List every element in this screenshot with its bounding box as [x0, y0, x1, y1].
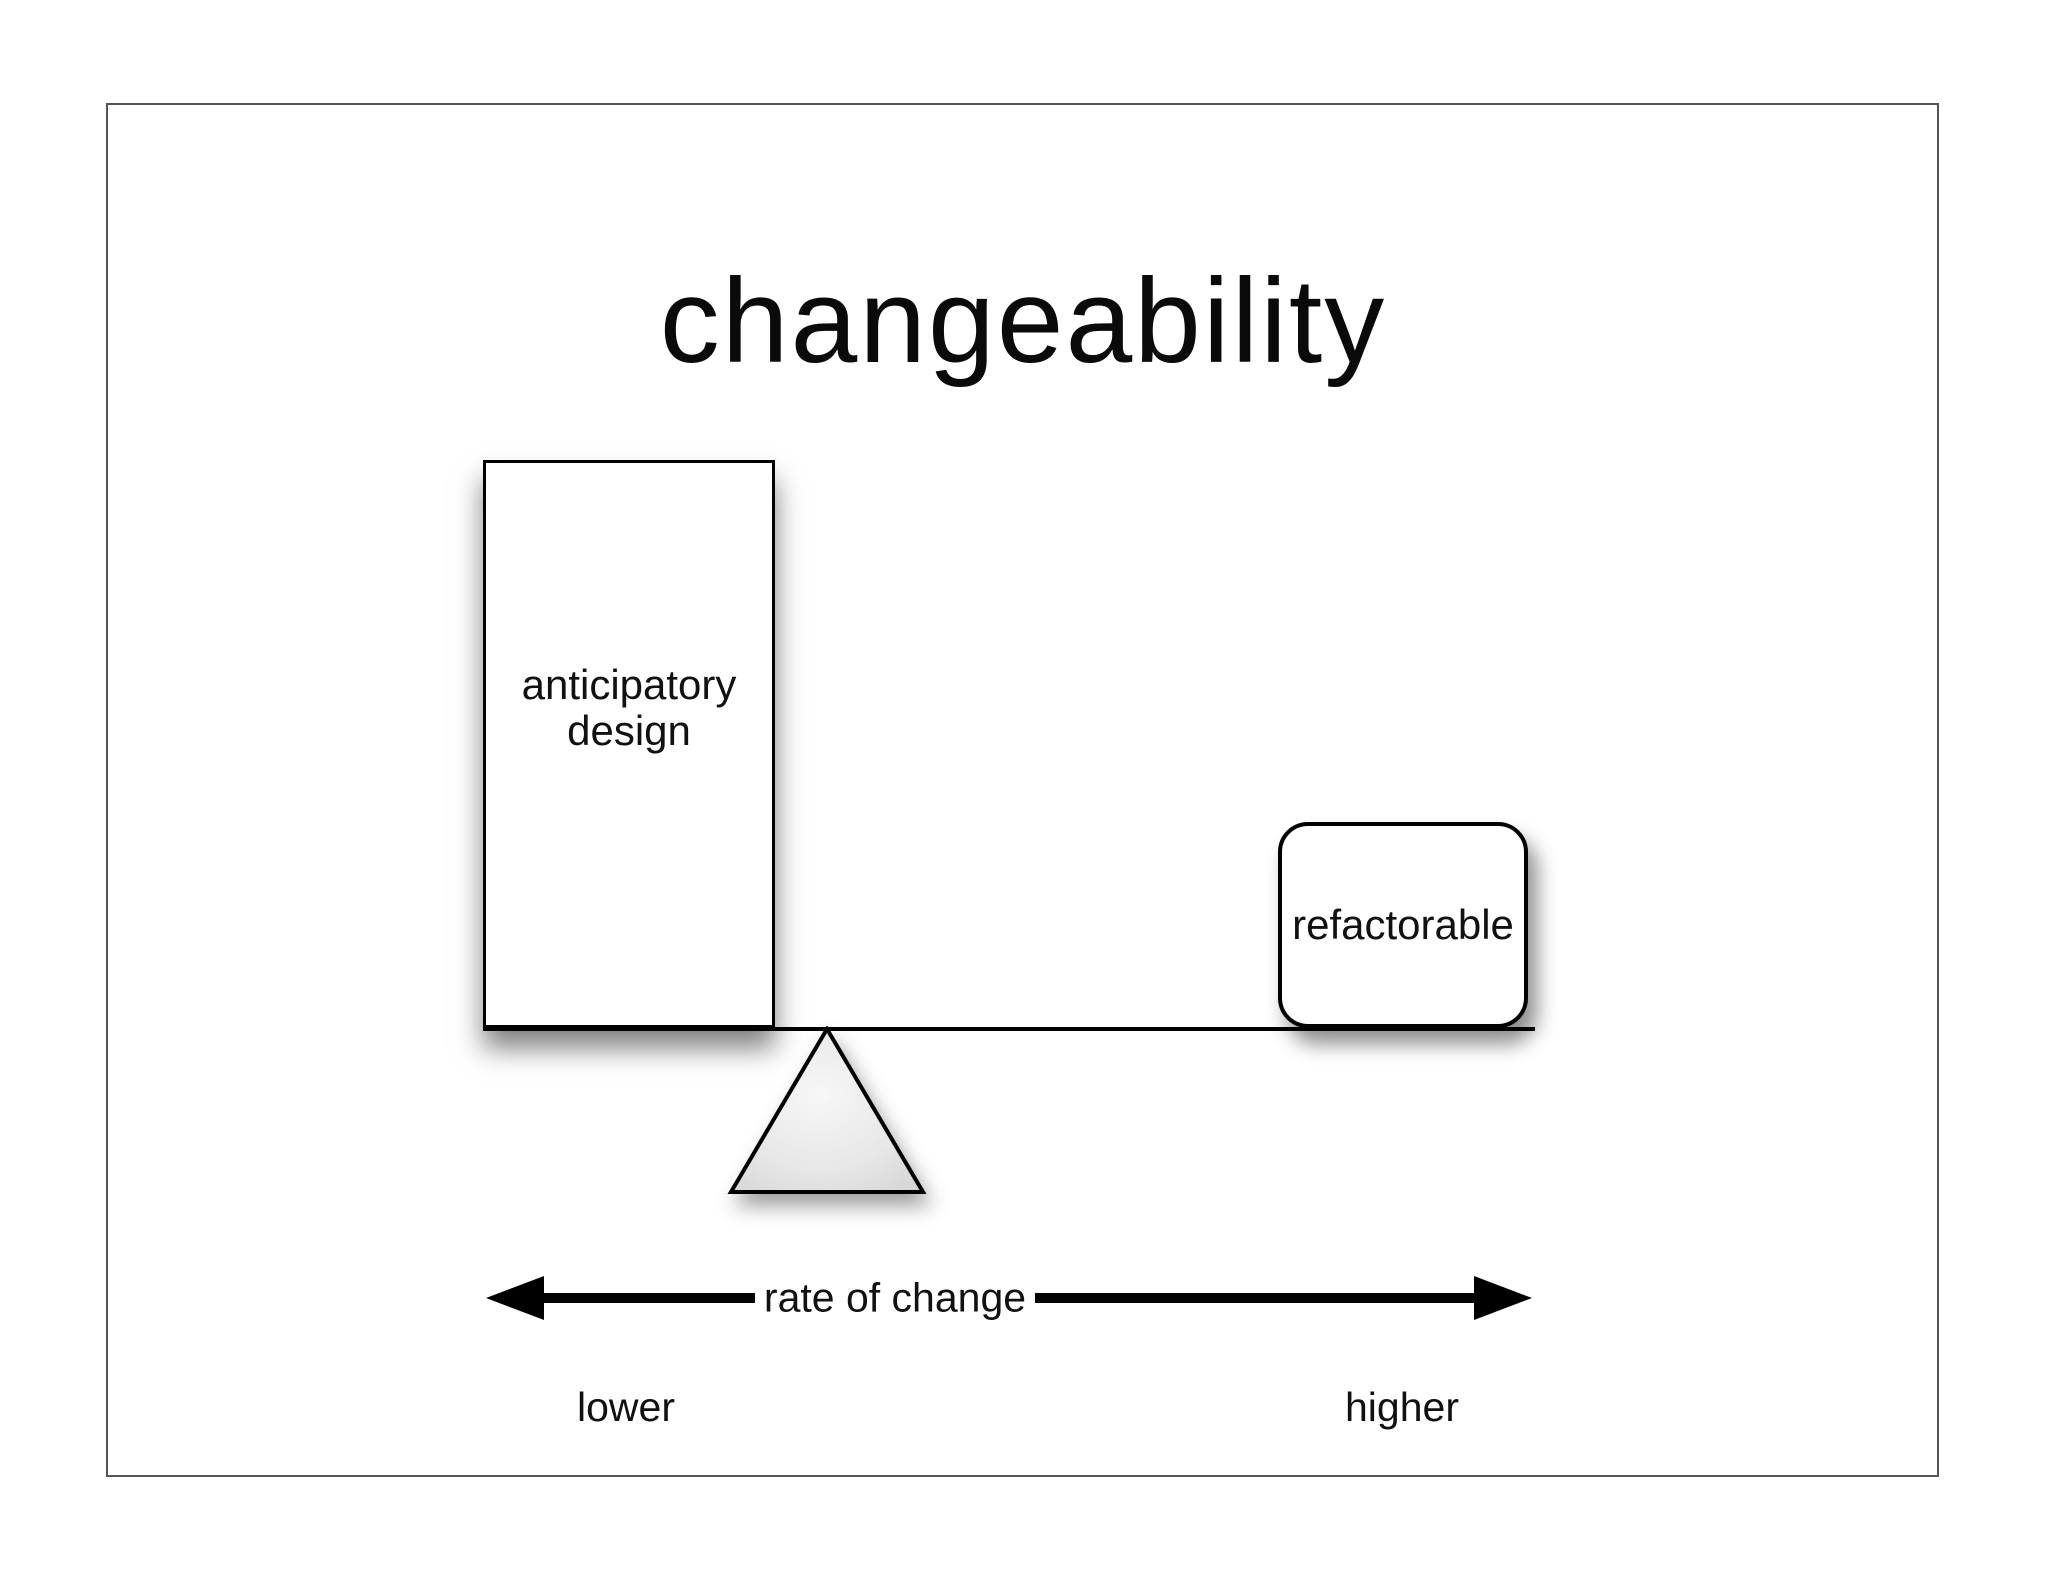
right-arrowhead-icon	[1474, 1276, 1532, 1320]
fulcrum-triangle-shape	[727, 1026, 927, 1194]
anticipatory-design-label: anticipatory design	[522, 662, 737, 754]
anticipatory-design-label-line1: anticipatory	[521, 661, 737, 708]
refactorable-label: refactorable	[1292, 901, 1514, 948]
fulcrum-triangle-icon	[727, 1026, 927, 1194]
arrow-shaft-left	[540, 1293, 755, 1303]
slide-title: changeability	[659, 254, 1387, 388]
seesaw-beam	[483, 1027, 1535, 1031]
lower-label: lower	[577, 1384, 675, 1430]
rate-of-change-arrow	[486, 1276, 1532, 1320]
slide-frame	[106, 103, 1939, 1477]
anticipatory-design-label-line2: design	[567, 707, 691, 754]
higher-label: higher	[1345, 1384, 1459, 1430]
anticipatory-design-box: anticipatory design	[483, 460, 775, 1028]
arrow-shaft-right	[1035, 1293, 1474, 1303]
refactorable-box: refactorable	[1278, 822, 1528, 1028]
rate-of-change-label: rate of change	[763, 1274, 1027, 1321]
left-arrowhead-icon	[486, 1276, 544, 1320]
